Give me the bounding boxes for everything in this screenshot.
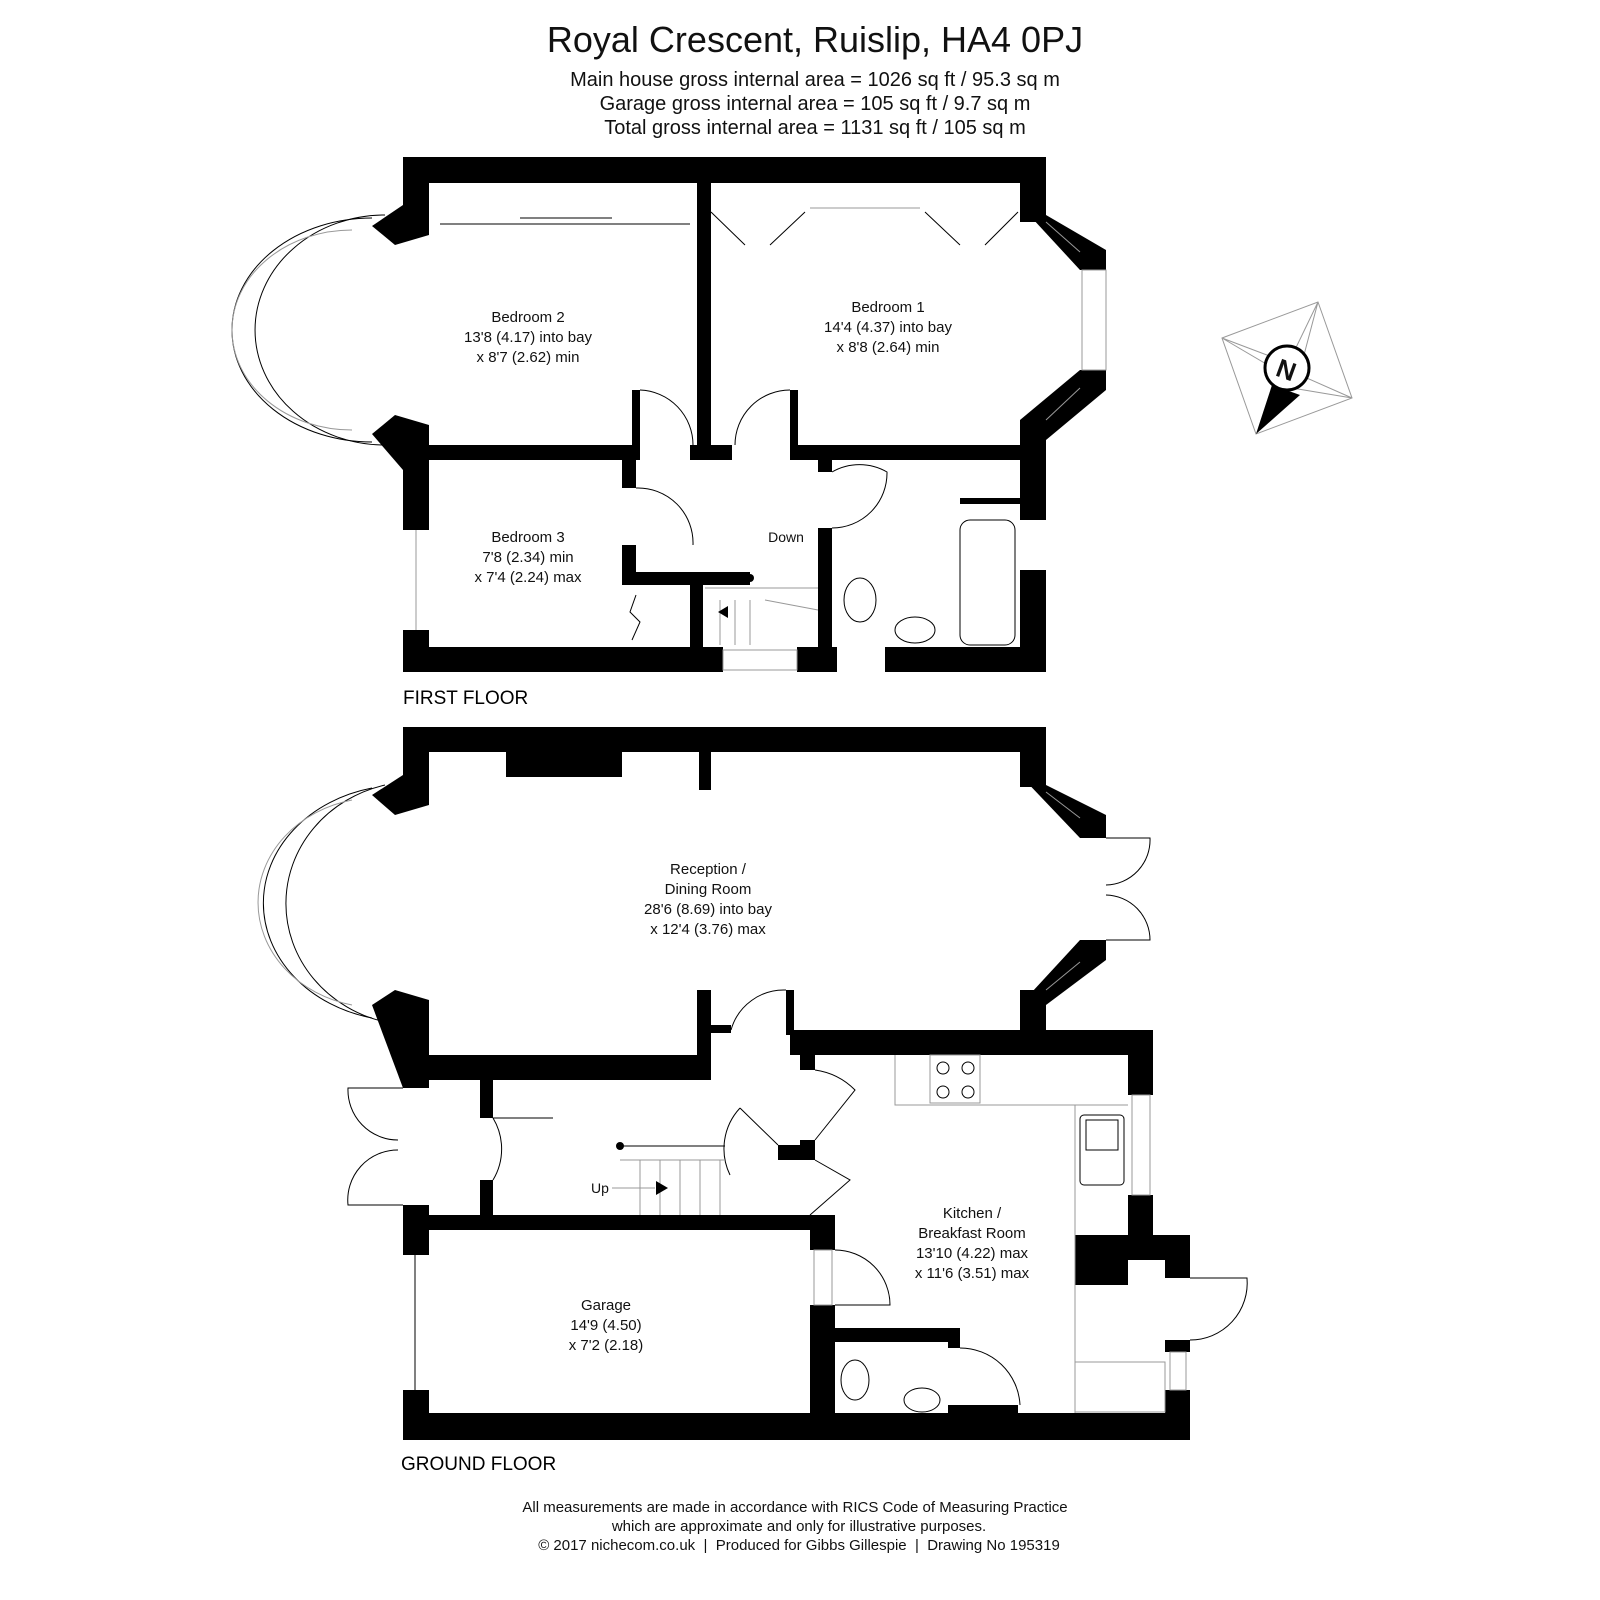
bedroom2-dim2: x 8'7 (2.62) min [477, 349, 580, 366]
bedroom2-name: Bedroom 2 [491, 309, 564, 326]
title: Royal Crescent, Ruislip, HA4 0PJ [547, 19, 1083, 60]
footer-line-2: which are approximate and only for illus… [611, 1518, 986, 1535]
garage-dim2: x 7'2 (2.18) [569, 1337, 644, 1354]
bedroom1-dim1: 14'4 (4.37) into bay [824, 319, 952, 336]
bedroom1-dim2: x 8'8 (2.64) min [837, 339, 940, 356]
reception-name2: Dining Room [665, 881, 752, 898]
reception-dim2: x 12'4 (3.76) max [650, 921, 766, 938]
bedroom3-dim1: 7'8 (2.34) min [482, 549, 573, 566]
kitchen-name2: Breakfast Room [918, 1225, 1026, 1242]
reception-dim1: 28'6 (8.69) into bay [644, 901, 772, 918]
stairs-down-label: Down [768, 529, 804, 545]
garage-name: Garage [581, 1297, 631, 1314]
bedroom1-name: Bedroom 1 [851, 299, 924, 316]
reception-name: Reception / [670, 861, 747, 878]
area-garage: Garage gross internal area = 105 sq ft /… [600, 93, 1031, 115]
area-main: Main house gross internal area = 1026 sq… [570, 69, 1060, 91]
bedroom3-dim2: x 7'4 (2.24) max [474, 569, 582, 586]
footer-line-1: All measurements are made in accordance … [522, 1499, 1067, 1516]
first-floor-label: FIRST FLOOR [403, 688, 528, 709]
kitchen-dim1: 13'10 (4.22) max [916, 1245, 1029, 1262]
bedroom2-dim1: 13'8 (4.17) into bay [464, 329, 592, 346]
compass-icon: N [1221, 301, 1353, 435]
stairs-up-label: Up [591, 1180, 609, 1196]
first-floor-plan: Bedroom 2 13'8 (4.17) into bay x 8'7 (2.… [229, 157, 1107, 672]
area-total: Total gross internal area = 1131 sq ft /… [604, 117, 1026, 139]
kitchen-name: Kitchen / [943, 1205, 1002, 1222]
kitchen-dim2: x 11'6 (3.51) max [915, 1265, 1030, 1282]
footer-line-3: © 2017 nichecom.co.uk | Produced for Gib… [538, 1537, 1060, 1554]
ground-floor-label: GROUND FLOOR [401, 1454, 556, 1475]
ground-floor-plan: Reception / Dining Room 28'6 (8.69) into… [257, 727, 1248, 1440]
bedroom3-name: Bedroom 3 [491, 529, 564, 546]
garage-dim1: 14'9 (4.50) [570, 1317, 641, 1334]
